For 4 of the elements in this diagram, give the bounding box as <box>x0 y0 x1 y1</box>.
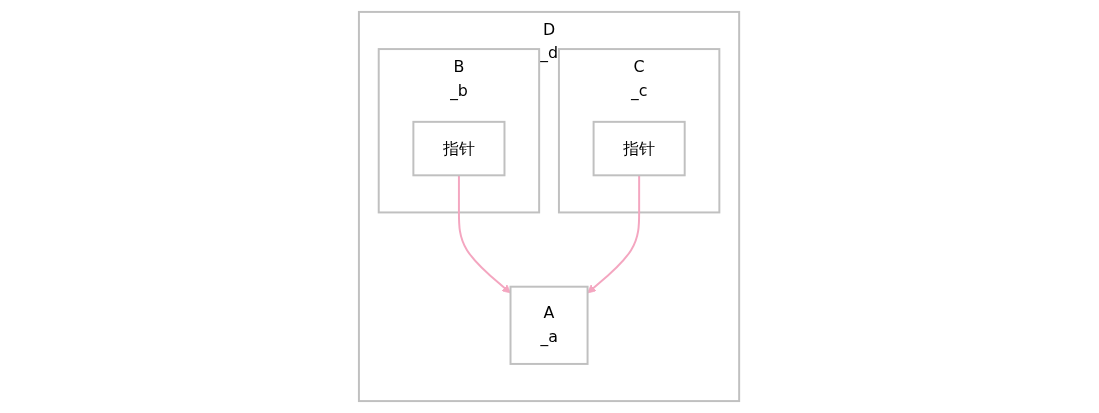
node-box: 指针 <box>412 120 506 177</box>
node-box: 指针 <box>593 120 687 177</box>
node-box: A _a <box>510 285 589 365</box>
arrow <box>587 174 641 294</box>
